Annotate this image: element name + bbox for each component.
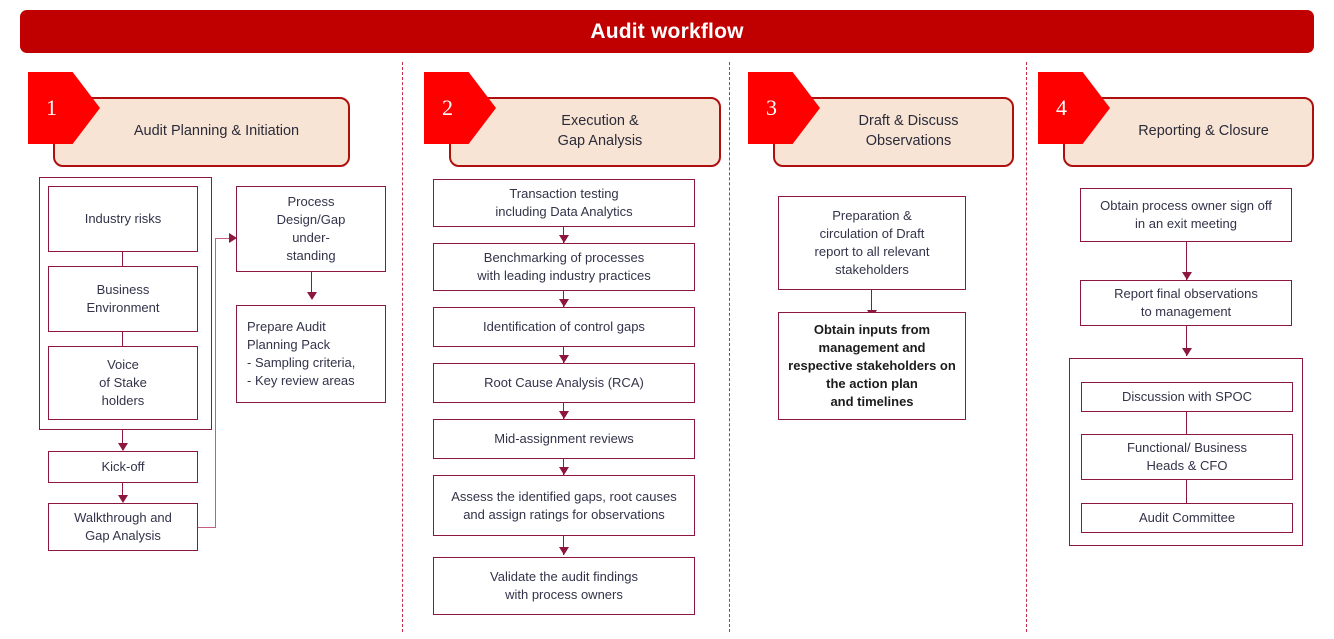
stage-plate-1: Audit Planning & Initiation [53, 97, 350, 167]
connector-c1-5 [311, 272, 313, 298]
node-validate-audit-findings[interactable]: Validate the audit findings with process… [433, 557, 695, 615]
node-business-environment[interactable]: Business Environment [48, 266, 198, 332]
stage-title-2: Execution & Gap Analysis [557, 113, 643, 149]
stage-number-1: 1 [46, 95, 57, 120]
node-preparation-circulation-draft-report[interactable]: Preparation & circulation of Draft repor… [778, 196, 966, 290]
stage-title-3: Draft & Discuss Observations [858, 113, 959, 149]
arrow-c2-3 [559, 355, 569, 363]
connector-c1-2 [122, 332, 124, 346]
column-divider-1 [402, 62, 403, 632]
reporting-audience-group [1069, 358, 1303, 546]
stage-number-4: 4 [1056, 95, 1067, 120]
node-obtain-inputs-from-management[interactable]: Obtain inputs from management and respec… [778, 312, 966, 420]
arrow-c2-1 [559, 235, 569, 243]
stage-header-1[interactable]: Audit Planning & Initiation 1 [28, 72, 350, 167]
node-prepare-audit-planning-pack[interactable]: Prepare Audit Planning Pack - Sampling c… [236, 305, 386, 403]
connector-c2-6 [563, 536, 565, 555]
arrow-c2-5 [559, 467, 569, 475]
node-benchmarking-of-processes[interactable]: Benchmarking of processes with leading i… [433, 243, 695, 291]
stage-header-3[interactable]: Draft & Discuss Observations 3 [748, 72, 1014, 167]
connector-c4-3 [1186, 412, 1188, 434]
stage-header-2[interactable]: Execution & Gap Analysis 2 [424, 72, 721, 167]
arrow-c2-2 [559, 299, 569, 307]
connector-c4-2 [1186, 326, 1188, 356]
connector-feedback-h1 [198, 527, 216, 529]
node-root-cause-analysis[interactable]: Root Cause Analysis (RCA) [433, 363, 695, 403]
arrow-c2-4 [559, 411, 569, 419]
node-report-final-observations[interactable]: Report final observations to management [1080, 280, 1292, 326]
node-obtain-process-owner-sign-off[interactable]: Obtain process owner sign off in an exit… [1080, 188, 1292, 242]
node-discussion-with-spoc[interactable]: Discussion with SPOC [1081, 382, 1293, 412]
arrow-feedback [229, 233, 237, 243]
node-functional-business-heads-cfo[interactable]: Functional/ Business Heads & CFO [1081, 434, 1293, 480]
connector-feedback-h2 [215, 238, 234, 240]
arrow-c1-3 [118, 443, 128, 451]
node-transaction-testing[interactable]: Transaction testing including Data Analy… [433, 179, 695, 227]
node-process-design-gap-understanding[interactable]: Process Design/Gap under- standing [236, 186, 386, 272]
page-title: Audit workflow [590, 19, 744, 43]
node-kick-off[interactable]: Kick-off [48, 451, 198, 483]
stage-number-3: 3 [766, 95, 777, 120]
arrow-c4-2 [1182, 348, 1192, 356]
node-identification-of-control-gaps[interactable]: Identification of control gaps [433, 307, 695, 347]
planning-inputs-group [39, 177, 212, 430]
column-divider-2 [729, 62, 730, 632]
connector-c1-1 [122, 252, 124, 266]
node-mid-assignment-reviews[interactable]: Mid-assignment reviews [433, 419, 695, 459]
stage-title-1: Audit Planning & Initiation [133, 123, 300, 140]
connector-c1-4 [122, 483, 124, 501]
arrow-c2-6 [559, 547, 569, 555]
arrow-c4-1 [1182, 272, 1192, 280]
stage-plate-2: Execution & Gap Analysis [449, 97, 721, 167]
connector-c4-4 [1186, 480, 1188, 503]
node-audit-committee[interactable]: Audit Committee [1081, 503, 1293, 533]
stage-title-4: Reporting & Closure [1138, 123, 1269, 140]
column-divider-3 [1026, 62, 1027, 632]
stage-header-4[interactable]: Reporting & Closure 4 [1038, 72, 1314, 167]
node-voice-of-stakeholders[interactable]: Voice of Stake holders [48, 346, 198, 420]
arrow-c1-4 [118, 495, 128, 503]
node-walkthrough-and-gap-analysis[interactable]: Walkthrough and Gap Analysis [48, 503, 198, 551]
connector-c3-1 [871, 290, 873, 316]
stage-number-2: 2 [442, 95, 453, 120]
node-assess-identified-gaps[interactable]: Assess the identified gaps, root causes … [433, 475, 695, 536]
diagram-title-bar: Audit workflow [20, 10, 1314, 53]
connector-feedback-v [215, 238, 217, 528]
connector-c4-1 [1186, 242, 1188, 280]
node-industry-risks[interactable]: Industry risks [48, 186, 198, 252]
connector-c1-3 [122, 430, 124, 450]
arrow-c1-5 [307, 292, 317, 300]
